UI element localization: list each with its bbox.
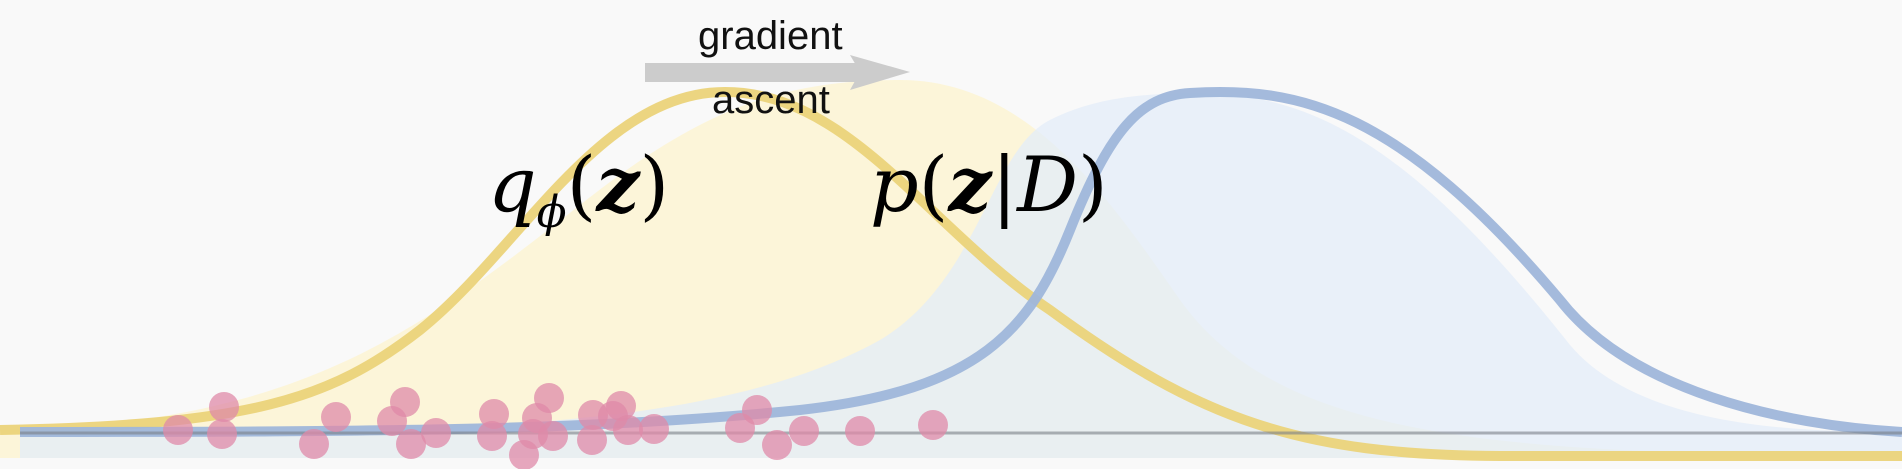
data-point (613, 415, 643, 445)
q-close: ) (639, 140, 670, 229)
data-point (163, 415, 193, 445)
arrow-top-label: gradient (698, 14, 843, 58)
q-func: q (488, 140, 537, 229)
q-distribution-fill (0, 80, 1902, 458)
data-point (396, 429, 426, 459)
data-point (299, 429, 329, 459)
data-point (479, 399, 509, 429)
p-distribution-fill (20, 92, 1902, 459)
p-bar: | (991, 140, 1018, 229)
data-point (321, 402, 351, 432)
data-point (845, 416, 875, 446)
arrow-bottom-label: ascent (712, 78, 830, 122)
data-point (390, 387, 420, 417)
q-label: qϕ(z) (488, 140, 669, 238)
gradient-ascent-arrow (645, 55, 910, 90)
data-point (421, 418, 451, 448)
data-point (742, 395, 772, 425)
data-point (918, 410, 948, 440)
p-cond: D (1017, 140, 1079, 229)
p-func: p (870, 140, 919, 229)
data-point (606, 391, 636, 421)
q-subscript: ϕ (536, 187, 567, 239)
p-close: ) (1078, 140, 1108, 229)
data-point (534, 383, 564, 413)
p-label: p(z|D) (870, 140, 1108, 229)
data-point (538, 421, 568, 451)
p-distribution-curve (19, 86, 1902, 437)
data-point (477, 421, 507, 451)
data-point (209, 392, 239, 422)
p-open: ( (918, 140, 949, 229)
q-distribution-curve (0, 86, 1902, 462)
data-point (639, 414, 669, 444)
data-point (577, 425, 607, 455)
data-point (207, 419, 237, 449)
data-point (762, 430, 792, 460)
q-var: z (596, 140, 640, 229)
p-var: z (948, 140, 992, 229)
data-point (789, 416, 819, 446)
data-points (163, 383, 948, 469)
q-open: ( (566, 140, 597, 229)
